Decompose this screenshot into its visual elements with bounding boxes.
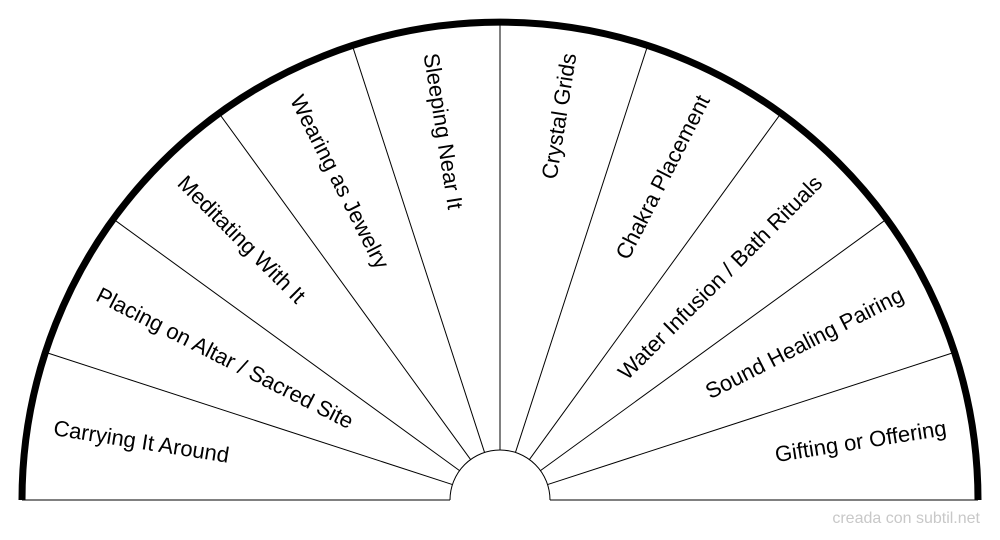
sector-divider [514, 47, 648, 453]
sector-divider [219, 114, 472, 460]
watermark: creada con subtil.net [832, 510, 980, 527]
sector-divider [114, 219, 460, 472]
sector-divider [352, 47, 486, 453]
sector-label: Meditating With It [173, 170, 311, 308]
sector-divider [47, 352, 453, 486]
sector-label: Chakra Placement [610, 91, 714, 264]
outer-arc [18, 18, 982, 501]
sector-label: Carrying It Around [52, 415, 231, 467]
sector-dividers [47, 24, 953, 486]
sector-divider [528, 114, 781, 460]
sector-label: Wearing as Jewelry [285, 91, 394, 273]
inner-semicircle [449, 449, 551, 501]
sector-label: Crystal Grids [537, 51, 582, 180]
sector-label: Sound Healing Pairing [701, 282, 907, 404]
sector-divider [540, 219, 886, 472]
sector-label: Sleeping Near It [419, 51, 468, 211]
sector-divider [547, 352, 953, 486]
sector-label: Gifting or Offering [773, 415, 948, 467]
